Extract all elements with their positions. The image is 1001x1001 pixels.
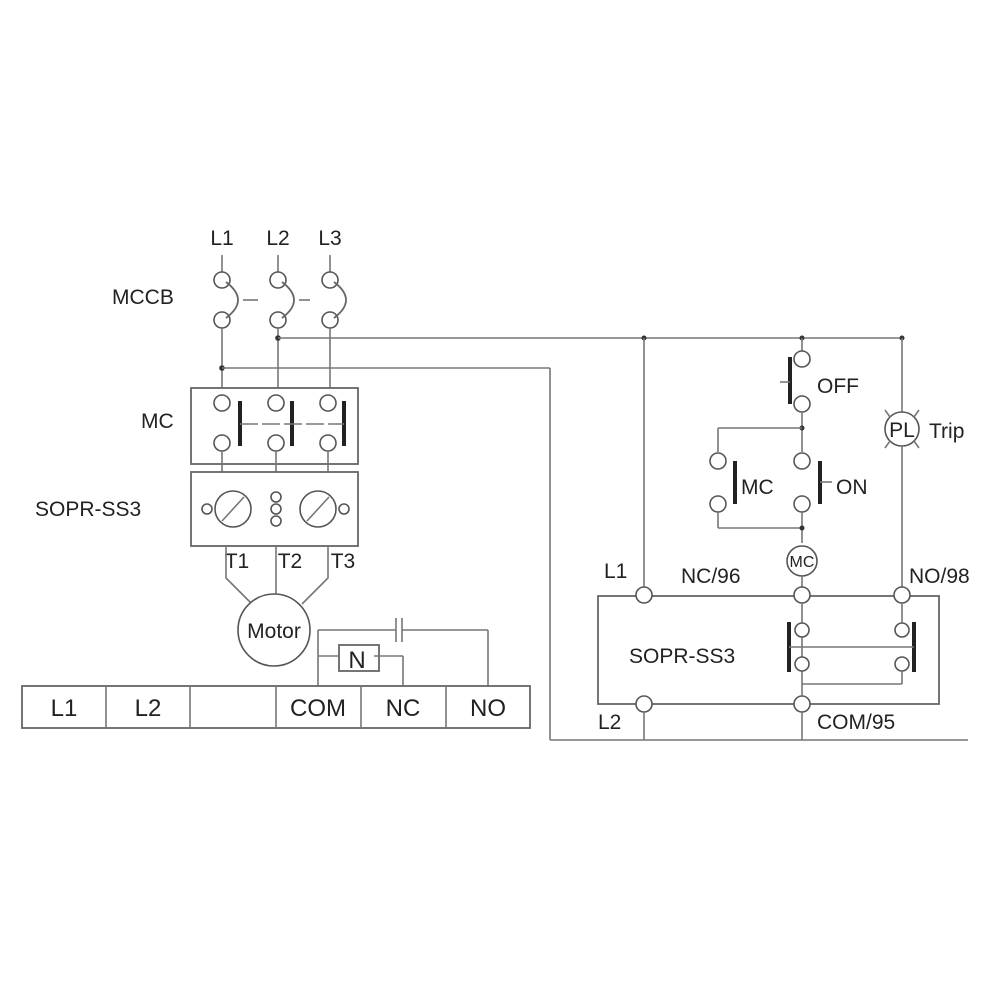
mccb-label: MCCB: [112, 286, 174, 309]
control-l1-label: L1: [604, 560, 627, 583]
motor-symbol: [237, 593, 311, 667]
output-label-t3: T3: [331, 550, 356, 573]
motor-label: Motor: [247, 620, 301, 643]
mccb-breaker: [213, 271, 347, 329]
terminal-nc96: [793, 586, 811, 604]
off-pushbutton: [780, 350, 811, 413]
relay-label: SOPR-SS3: [35, 498, 141, 521]
mc-aux-contact: [709, 452, 737, 513]
terminal-com95: [793, 695, 811, 713]
control-relay-label: SOPR-SS3: [629, 645, 735, 668]
relay-dials: [201, 490, 350, 528]
terminal-strip: L1 L2 COM NC NO: [21, 685, 531, 729]
output-label-t2: T2: [278, 550, 303, 573]
mc-coil-label: MC: [790, 554, 815, 571]
terminal-com: COM: [290, 695, 346, 722]
relay-contacts: [787, 603, 916, 696]
mccb-terminal-top-l3: [321, 271, 339, 289]
off-label: OFF: [817, 375, 859, 398]
on-label: ON: [836, 476, 868, 499]
terminal-nc: NC: [386, 695, 421, 722]
mccb-terminal-bot-l1: [213, 311, 231, 329]
control-section: OFF MC ON MC: [550, 335, 970, 741]
terminal-no98: [893, 586, 911, 604]
terminal-l1-control: [635, 586, 653, 604]
terminal-no: NO: [470, 695, 506, 722]
control-nc96-label: NC/96: [681, 565, 741, 588]
sopr-ss3-relay: [190, 471, 359, 547]
mc-contacts: [213, 394, 346, 452]
mccb-terminal-top-l2: [269, 271, 287, 289]
pilot-lamp-label: PL: [889, 419, 915, 442]
mccb-terminal-top-l1: [213, 271, 231, 289]
on-pushbutton: [793, 452, 832, 513]
terminal-l2: L2: [135, 695, 162, 722]
mc-contactor: [190, 387, 359, 465]
output-label-t1: T1: [225, 550, 250, 573]
neutral-label: N: [348, 647, 365, 674]
terminal-l1: L1: [51, 695, 78, 722]
phase-label-l3: L3: [318, 227, 341, 250]
mccb-terminal-bot-l2: [269, 311, 287, 329]
mc-aux-label: MC: [741, 476, 774, 499]
phase-label-l2: L2: [266, 227, 289, 250]
control-com95-label: COM/95: [817, 711, 895, 734]
terminal-l2-control: [635, 695, 653, 713]
neutral-box: [338, 644, 380, 672]
phase-label-l1: L1: [210, 227, 233, 250]
control-l2-label: L2: [598, 711, 621, 734]
neutral-sense-loop: N: [317, 618, 489, 686]
power-section: L1 L2 L3 MCCB: [21, 227, 902, 740]
mc-label: MC: [141, 410, 174, 433]
control-no98-label: NO/98: [909, 565, 970, 588]
sopr-ss3-control-relay: [597, 595, 940, 705]
trip-label: Trip: [929, 420, 964, 443]
mccb-terminal-bot-l3: [321, 311, 339, 329]
